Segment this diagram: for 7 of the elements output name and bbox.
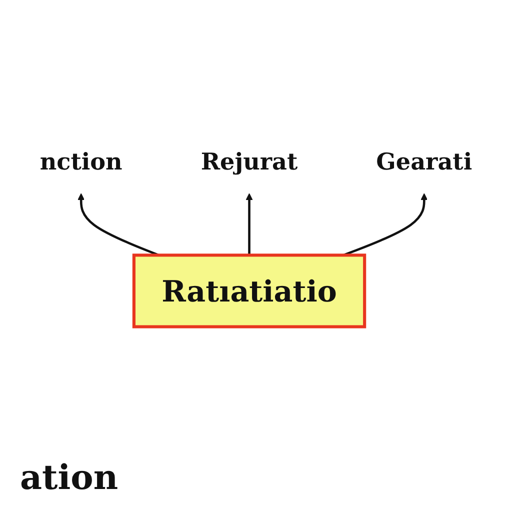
arrow <box>78 193 160 256</box>
arrow <box>246 193 253 256</box>
node-box: Ratıatiatio <box>132 254 366 328</box>
node-text: Rejurat <box>200 148 298 176</box>
text-label: ation <box>20 458 118 498</box>
node-text: Gearati <box>376 148 472 176</box>
node-text: nction <box>40 148 122 176</box>
